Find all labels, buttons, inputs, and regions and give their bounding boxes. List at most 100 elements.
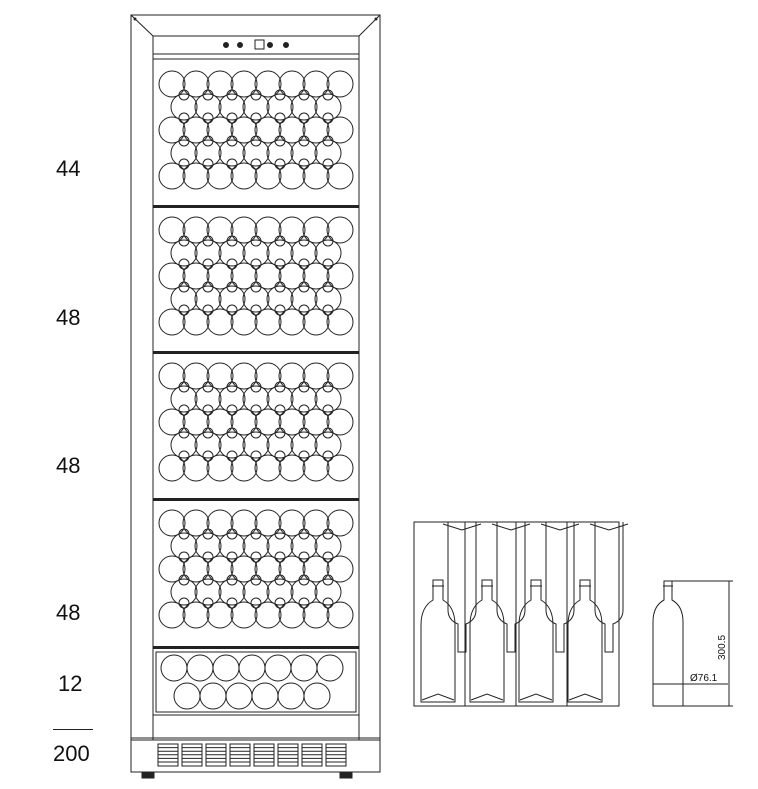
bottle-circle xyxy=(158,216,186,244)
bottle-circle xyxy=(230,116,258,144)
bottle-circle xyxy=(206,308,234,336)
bottle-neck-circle xyxy=(298,304,310,316)
rack-chevron xyxy=(589,523,629,531)
bottle-circle xyxy=(206,601,234,629)
bottle-circle xyxy=(206,362,234,390)
bottle-circle xyxy=(278,555,306,583)
bottle-neck-circle xyxy=(322,597,334,609)
bottle-circle xyxy=(173,682,201,710)
bottle-circle xyxy=(290,431,318,459)
bottle-circle xyxy=(314,285,342,313)
bottle-circles xyxy=(158,70,354,710)
bottle-circle xyxy=(302,509,330,537)
bottle-circle xyxy=(254,162,282,190)
bottle-neck-circle xyxy=(250,450,262,462)
bottle-circle xyxy=(266,93,294,121)
control-panel xyxy=(152,35,360,55)
bottle-neck-circle xyxy=(274,158,286,170)
bottle-circle xyxy=(326,308,354,336)
bottle-circle xyxy=(230,454,258,482)
bottle-circle xyxy=(206,162,234,190)
bottle-circle xyxy=(266,139,294,167)
bottle-circle xyxy=(230,70,258,98)
bottle-circle xyxy=(314,139,342,167)
bottle-circle xyxy=(225,682,253,710)
shelf-divider xyxy=(153,351,359,354)
bottle-neck-circle xyxy=(274,304,286,316)
shelf-lines xyxy=(153,205,359,649)
bottle-circle xyxy=(326,362,354,390)
bottle-circle xyxy=(194,285,222,313)
bottle-neck-circle xyxy=(298,258,310,270)
bottle-circle xyxy=(242,285,270,313)
total-divider-line xyxy=(53,729,93,730)
rack-chevron xyxy=(470,693,504,701)
bottle-height-label: 300.5 xyxy=(717,635,728,660)
bottle-circle xyxy=(194,532,222,560)
bottle-circle xyxy=(206,216,234,244)
bottle-circle xyxy=(170,93,198,121)
bottle-neck-circle xyxy=(322,158,334,170)
bottle-neck-circle xyxy=(298,404,310,416)
rack-bottle-inverted xyxy=(545,522,575,653)
bottle-circle xyxy=(278,362,306,390)
bottle-neck-circle xyxy=(274,551,286,563)
bottle-circle xyxy=(218,239,246,267)
bottle-circle xyxy=(170,385,198,413)
bottle-circle xyxy=(326,454,354,482)
bottle-neck-circle xyxy=(202,404,214,416)
bottle-neck-circle xyxy=(298,597,310,609)
bottle-neck-circle xyxy=(178,551,190,563)
bottle-neck-circle xyxy=(226,112,238,124)
bottle-neck-circle xyxy=(322,112,334,124)
bottle-circle xyxy=(314,578,342,606)
bottle-neck-circle xyxy=(178,258,190,270)
bottle-circle xyxy=(218,431,246,459)
bottle-circle xyxy=(314,239,342,267)
bottle-circle xyxy=(158,362,186,390)
bottle-neck-circle xyxy=(298,450,310,462)
bottle-circle xyxy=(302,555,330,583)
rack-bottle-inverted xyxy=(496,522,526,653)
bottle-circle xyxy=(266,385,294,413)
bottle-circle xyxy=(290,578,318,606)
ventilation-grille xyxy=(157,743,347,767)
bottle-circle xyxy=(302,454,330,482)
bottle-circle xyxy=(242,578,270,606)
cabinet-base xyxy=(130,737,381,773)
bottle-circle xyxy=(170,285,198,313)
bottle-neck-circle xyxy=(322,258,334,270)
rack-chevron xyxy=(421,693,455,701)
bottle-circle xyxy=(326,555,354,583)
display-icon xyxy=(254,39,265,50)
bottle-circle xyxy=(182,162,210,190)
bottle-circle xyxy=(182,362,210,390)
capacity-shelf-1: 44 xyxy=(56,156,81,181)
shelf-divider xyxy=(153,498,359,501)
shelf-divider xyxy=(153,646,359,649)
bottle-circle xyxy=(206,116,234,144)
bottle-neck-circle xyxy=(202,304,214,316)
shelf-divider xyxy=(153,205,359,208)
rack-chevron xyxy=(540,523,580,531)
bottle-circle xyxy=(206,262,234,290)
bottle-circle xyxy=(302,362,330,390)
bottle-circle xyxy=(302,601,330,629)
bottle-neck-circle xyxy=(178,450,190,462)
single-bottle-drawing xyxy=(652,580,733,707)
bottle-circle xyxy=(277,682,305,710)
bottle-circle xyxy=(158,162,186,190)
bottle-circle xyxy=(326,116,354,144)
bottle-circle xyxy=(314,532,342,560)
bottle-circle xyxy=(218,93,246,121)
bottle-circle xyxy=(278,601,306,629)
bottle-circle xyxy=(218,385,246,413)
bottle-neck-circle xyxy=(226,450,238,462)
bottle-circle xyxy=(254,555,282,583)
bottle-neck-circle xyxy=(322,450,334,462)
bottle-circle xyxy=(254,601,282,629)
bottle-circle xyxy=(230,408,258,436)
bottle-neck-circle xyxy=(274,597,286,609)
wine-cabinet-drawing xyxy=(130,14,381,779)
bottle-circle xyxy=(326,408,354,436)
